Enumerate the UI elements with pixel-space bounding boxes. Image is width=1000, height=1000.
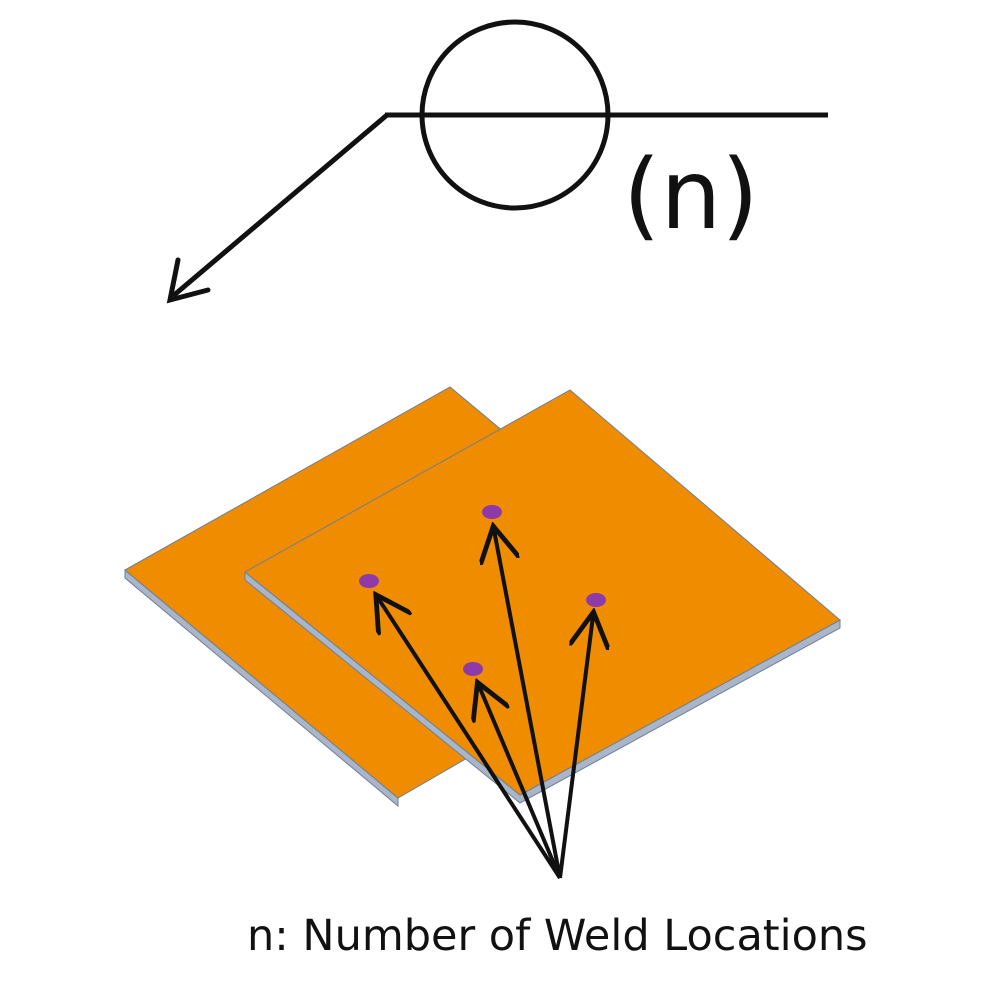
pointer-arrows [378, 530, 593, 880]
weld-spot [359, 574, 379, 588]
pointer-arrow [558, 616, 593, 879]
weld-spot [463, 662, 483, 676]
weld-symbol: (n) [166, 19, 828, 304]
leader-arrow-line [171, 113, 389, 298]
weld-spots [359, 505, 606, 676]
pointer-arrow [479, 686, 562, 879]
leader-arrowhead-icon [166, 257, 211, 304]
weld-count-label: (n) [623, 139, 759, 251]
weld-spot [482, 505, 502, 519]
weld-spot [586, 593, 606, 607]
spot-weld-circle-symbol [419, 19, 611, 211]
caption-text: n: Number of Weld Locations [247, 911, 868, 961]
front-sheet [244, 389, 841, 804]
front-sheet-top [244, 389, 841, 796]
pointer-arrow [494, 530, 562, 879]
pointer-arrow [378, 598, 562, 880]
